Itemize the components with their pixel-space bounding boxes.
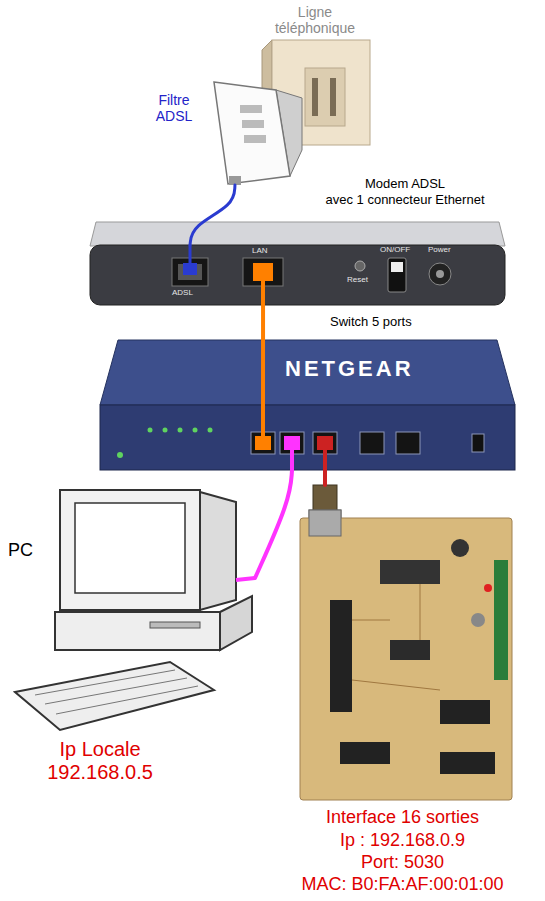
chip — [340, 742, 390, 764]
monitor — [60, 490, 200, 610]
port-label: ADSL — [172, 289, 193, 297]
device-node: Modem ADSLavec 1 connecteur Ethernet — [90, 245, 505, 305]
port-label: ON/OFF — [380, 246, 410, 254]
trace — [420, 584, 421, 640]
usb-connector — [309, 510, 341, 536]
cable-plug — [317, 436, 333, 450]
switch-top — [100, 340, 515, 405]
led — [193, 428, 198, 433]
pcb — [300, 518, 512, 800]
usb-cable-head — [313, 485, 337, 513]
device-label: avec 1 connecteur Ethernet — [290, 193, 520, 208]
device-label: Interface 16 sorties — [270, 807, 535, 828]
adsl-modem — [90, 222, 505, 305]
port-inner — [178, 264, 202, 280]
cable-plug — [284, 436, 300, 450]
filter-vent — [242, 120, 264, 128]
chip — [440, 752, 495, 774]
port-label: Power — [428, 246, 451, 254]
chip — [330, 600, 352, 712]
device-node: Interface 16 sortiesIp : 192.168.0.9Port… — [296, 485, 515, 805]
network-cable — [261, 305, 265, 405]
device-node: Ligne téléphonique — [260, 40, 370, 150]
capacitor — [471, 613, 485, 627]
device-label: Ligne téléphonique — [265, 4, 365, 36]
terminal-block — [494, 560, 508, 680]
pc-case — [55, 612, 220, 650]
switch-rocker — [391, 262, 403, 272]
network-cable — [190, 185, 235, 245]
device-node: Filtre ADSL — [200, 78, 295, 185]
device-label: Ip Locale 192.168.0.5 — [35, 738, 165, 784]
switch-front — [100, 405, 515, 470]
led — [148, 428, 153, 433]
trace — [352, 680, 440, 690]
modem-top — [90, 222, 505, 246]
cable-stub — [290, 448, 294, 470]
device-label: PC — [8, 540, 48, 561]
cable-stub — [261, 405, 265, 440]
brand-label: NETGEAR — [285, 358, 414, 380]
socket-pin — [330, 78, 336, 116]
cable-stub — [323, 448, 327, 470]
case-side — [220, 596, 252, 650]
trace — [352, 620, 390, 621]
cable-plug — [183, 263, 197, 275]
keyboard — [15, 662, 214, 730]
interface-board — [300, 485, 512, 800]
usb-connector — [309, 510, 341, 536]
key-row — [45, 678, 187, 704]
power-jack — [429, 263, 451, 285]
capacitor — [451, 539, 469, 557]
filter-vent — [240, 105, 262, 113]
cable-stub — [189, 245, 192, 264]
device-node: Switch 5 ports — [100, 405, 515, 470]
socket-slot — [305, 68, 345, 126]
device-label: Switch 5 ports — [330, 315, 470, 330]
filter-vent — [244, 135, 266, 143]
led — [484, 584, 492, 592]
cable-stub — [236, 578, 255, 580]
key-row — [35, 670, 175, 695]
jack-pin — [436, 270, 444, 278]
device-label: Port: 5030 — [270, 852, 535, 873]
modem-panel — [90, 245, 505, 305]
device-label: Filtre ADSL — [148, 92, 200, 124]
network-cable — [323, 470, 327, 485]
uplink-button — [472, 434, 484, 452]
power-switch — [388, 258, 406, 292]
chip — [440, 700, 490, 724]
key-row — [56, 686, 198, 714]
port-label: Reset — [347, 276, 368, 284]
switch-port — [360, 432, 384, 454]
network-cable — [255, 470, 292, 578]
cable-stub — [261, 281, 265, 305]
port-label: LAN — [252, 247, 268, 255]
drive-slot — [150, 622, 200, 628]
switch-port — [396, 432, 420, 454]
socket-pin — [312, 78, 318, 116]
reset-button — [355, 261, 365, 271]
device-label: Modem ADSL — [290, 177, 520, 192]
adsl-filter — [214, 82, 302, 185]
monitor-side — [200, 492, 236, 610]
led — [208, 428, 213, 433]
screen — [75, 503, 185, 593]
device-node: PCIp Locale 192.168.0.5 — [8, 488, 255, 732]
cable-plug — [255, 436, 271, 450]
led — [163, 428, 168, 433]
led — [117, 452, 123, 458]
cable-plug — [253, 263, 273, 281]
ethernet-switch — [100, 340, 515, 470]
device-label: MAC: B0:FA:AF:00:01:00 — [270, 874, 535, 895]
pc — [15, 490, 255, 730]
chip — [390, 640, 430, 660]
led — [178, 428, 183, 433]
device-label: Ip : 192.168.0.9 — [270, 830, 535, 851]
filter-body — [214, 82, 290, 184]
chip — [380, 560, 440, 584]
